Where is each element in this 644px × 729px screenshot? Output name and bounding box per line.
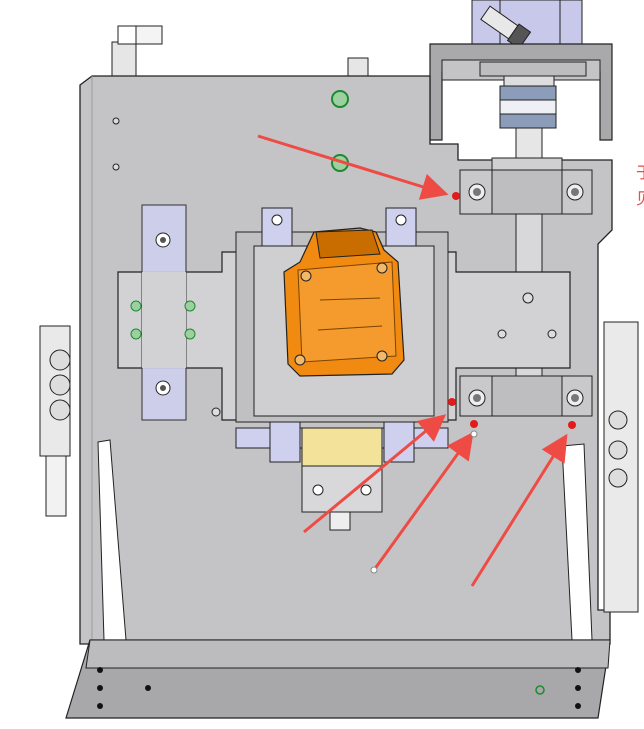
lower-bearing-block	[459, 375, 593, 417]
connector-bracket	[235, 421, 449, 531]
arrow-icon	[470, 433, 568, 587]
annotation-arrows	[257, 134, 568, 587]
arrow-icon	[257, 134, 449, 200]
orange-motor	[283, 227, 405, 377]
cylinder-assembly	[429, 0, 613, 159]
marker-dot	[568, 421, 576, 429]
arrow-icon	[303, 414, 447, 534]
air-fitting	[111, 25, 369, 83]
annotation-text: 于 见	[636, 160, 644, 212]
arrow-icon	[372, 431, 474, 571]
left-valve	[39, 325, 71, 517]
marker-dot	[448, 398, 456, 406]
marker-dot	[452, 192, 460, 200]
marker-dot	[470, 420, 478, 428]
locating-markers	[448, 192, 576, 429]
bottom-base	[65, 639, 611, 719]
upper-bearing-block	[459, 157, 593, 215]
right-valve	[603, 321, 639, 613]
